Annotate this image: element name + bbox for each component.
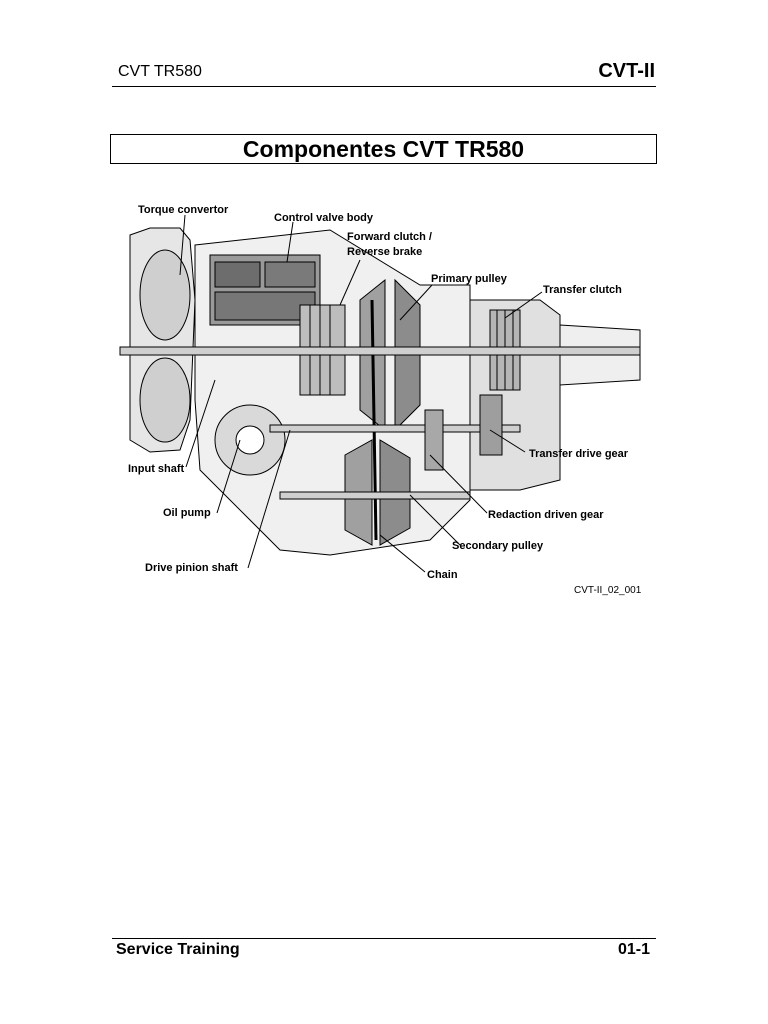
footer-divider (112, 938, 656, 939)
footer-title: Service Training (116, 941, 240, 958)
header-section-code: CVT-II (598, 60, 655, 82)
label-drive-pinion-shaft: Drive pinion shaft (145, 562, 238, 574)
header-divider (112, 86, 656, 87)
page-title: Componentes CVT TR580 (110, 134, 657, 164)
label-control-valve-body: Control valve body (274, 212, 374, 224)
label-torque-convertor: Torque convertor (138, 204, 229, 216)
label-input-shaft: Input shaft (128, 463, 185, 475)
figure-id: CVT-II_02_001 (574, 585, 642, 596)
label-oil-pump: Oil pump (163, 507, 211, 519)
label-chain: Chain (427, 569, 458, 581)
label-transfer-clutch: Transfer clutch (543, 284, 622, 296)
diagram-leader-lines (179, 214, 543, 573)
label-reverse-brake: Reverse brake (347, 246, 422, 258)
page-number: 01-1 (617, 941, 650, 958)
label-transfer-drive-gear: Transfer drive gear (529, 448, 629, 460)
header-document-code: CVT TR580 (118, 63, 202, 80)
cvt-cutaway-diagram: Torque convertor Control valve body Forw… (119, 204, 642, 596)
transmission-illustration (119, 227, 641, 556)
label-secondary-pulley: Secondary pulley (452, 540, 544, 552)
label-forward-clutch: Forward clutch / (347, 231, 432, 243)
label-primary-pulley: Primary pulley (431, 273, 508, 285)
label-reduction-driven-gear: Redaction driven gear (488, 509, 604, 521)
